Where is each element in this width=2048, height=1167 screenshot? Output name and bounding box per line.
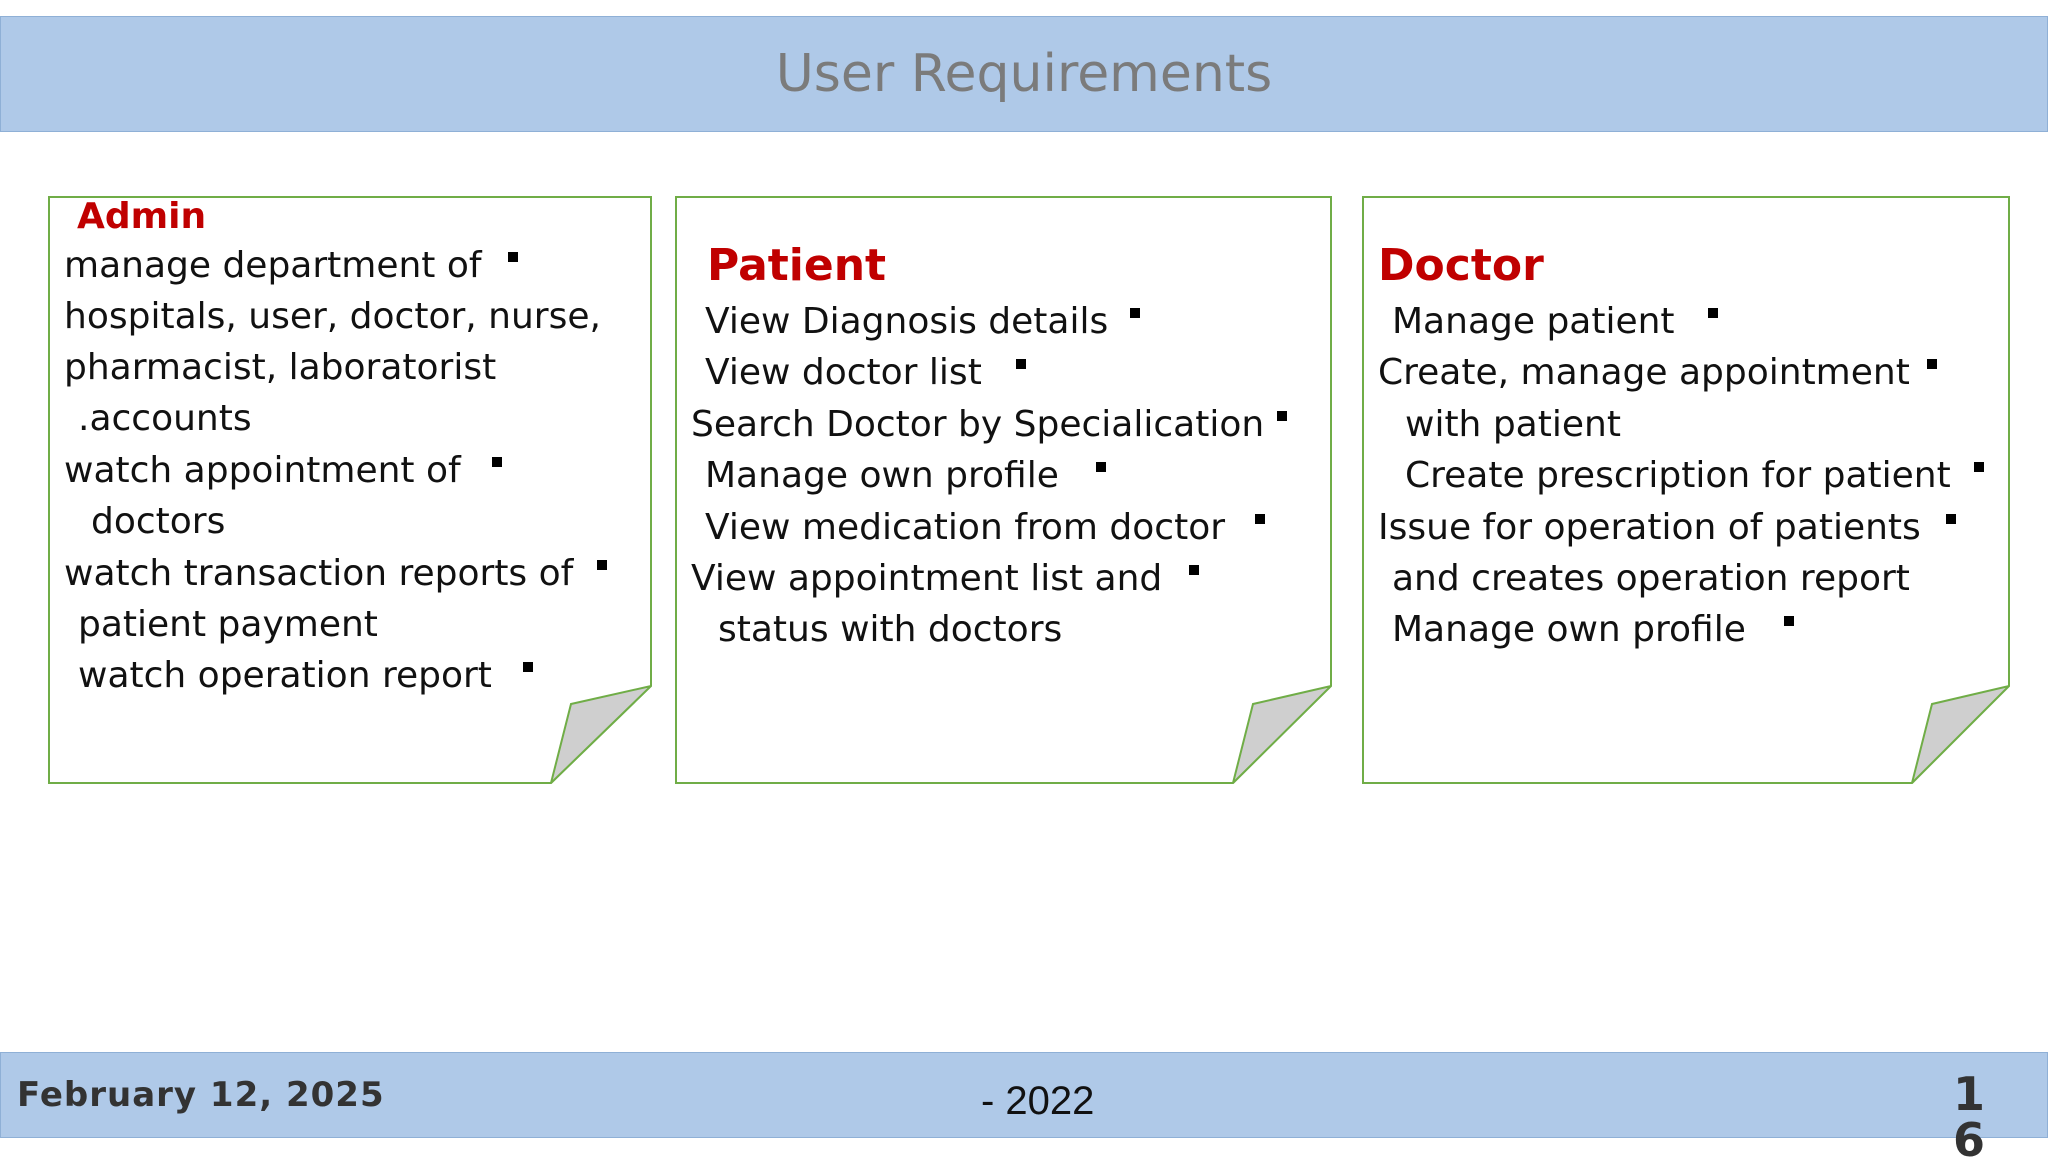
admin-card-title: Admin	[77, 196, 207, 237]
slide-number-line-2: 6	[1953, 1113, 1986, 1167]
admin-line: pharmacist, laboratorist	[64, 347, 497, 388]
patient-card-frame	[675, 196, 1332, 784]
bullet-icon	[1189, 565, 1199, 575]
patient-line: status with doctors	[718, 609, 1063, 650]
slide-header-bar: User Requirements	[0, 16, 2048, 132]
bullet-icon	[1016, 359, 1026, 369]
admin-card-frame	[48, 196, 652, 784]
admin-line: watch operation report	[78, 655, 492, 696]
doctor-line: with patient	[1405, 404, 1621, 445]
patient-card-title: Patient	[707, 240, 887, 291]
patient-line: Search Doctor by Specialication	[691, 404, 1265, 445]
patient-line: View appointment list and	[691, 558, 1163, 599]
slide-footer-bar: February 12, 2025 - 2022 1 6	[0, 1052, 2048, 1163]
bullet-icon	[492, 457, 502, 467]
admin-line: watch appointment of	[64, 450, 461, 491]
bullet-icon	[1946, 514, 1956, 524]
page-curl-icon	[549, 684, 652, 784]
patient-line: Manage own profile	[705, 455, 1059, 496]
admin-line: manage department of	[64, 245, 482, 286]
doctor-card-title: Doctor	[1378, 240, 1544, 291]
bullet-icon	[1708, 308, 1718, 318]
admin-line: patient payment	[78, 604, 378, 645]
bullet-icon	[1784, 616, 1794, 626]
doctor-card-frame	[1362, 196, 2010, 784]
doctor-line: Create prescription for patient	[1405, 455, 1951, 496]
patient-line: View medication from doctor	[705, 507, 1226, 548]
doctor-line: Manage patient	[1392, 301, 1675, 342]
patient-line: View doctor list	[705, 352, 982, 393]
bullet-icon	[1255, 514, 1265, 524]
bullet-icon	[523, 662, 533, 672]
patient-card: Patient View Diagnosis details View doct…	[675, 196, 1332, 784]
admin-line: watch transaction reports of	[64, 553, 574, 594]
doctor-card: Doctor Manage patient Create, manage app…	[1362, 196, 2010, 784]
admin-line: hospitals, user, doctor, nurse,	[64, 296, 601, 337]
bullet-icon	[597, 560, 607, 570]
footer-center-text: - 2022	[981, 1079, 1095, 1123]
slide-number-line-1: 1	[1953, 1067, 1986, 1121]
bullet-icon	[1096, 462, 1106, 472]
slide-title: User Requirements	[775, 44, 1273, 104]
admin-line: .accounts	[78, 398, 252, 439]
footer-date: February 12, 2025	[17, 1075, 385, 1115]
bullet-icon	[1277, 411, 1287, 421]
admin-card: Admin manage department of hospitals, us…	[48, 196, 652, 784]
patient-line: View Diagnosis details	[705, 301, 1109, 342]
doctor-line: Issue for operation of patients	[1378, 507, 1921, 548]
doctor-line: Create, manage appointment	[1378, 352, 1910, 393]
bullet-icon	[1927, 359, 1937, 369]
doctor-line: and creates operation report	[1392, 558, 1910, 599]
bullet-icon	[1130, 308, 1140, 318]
page-curl-icon	[1231, 684, 1332, 784]
doctor-line: Manage own profile	[1392, 609, 1746, 650]
admin-line: doctors	[91, 501, 226, 542]
page-curl-icon	[1910, 684, 2010, 784]
bullet-icon	[508, 252, 518, 262]
bullet-icon	[1974, 462, 1984, 472]
slide-number: 1 6	[1953, 1067, 1986, 1167]
